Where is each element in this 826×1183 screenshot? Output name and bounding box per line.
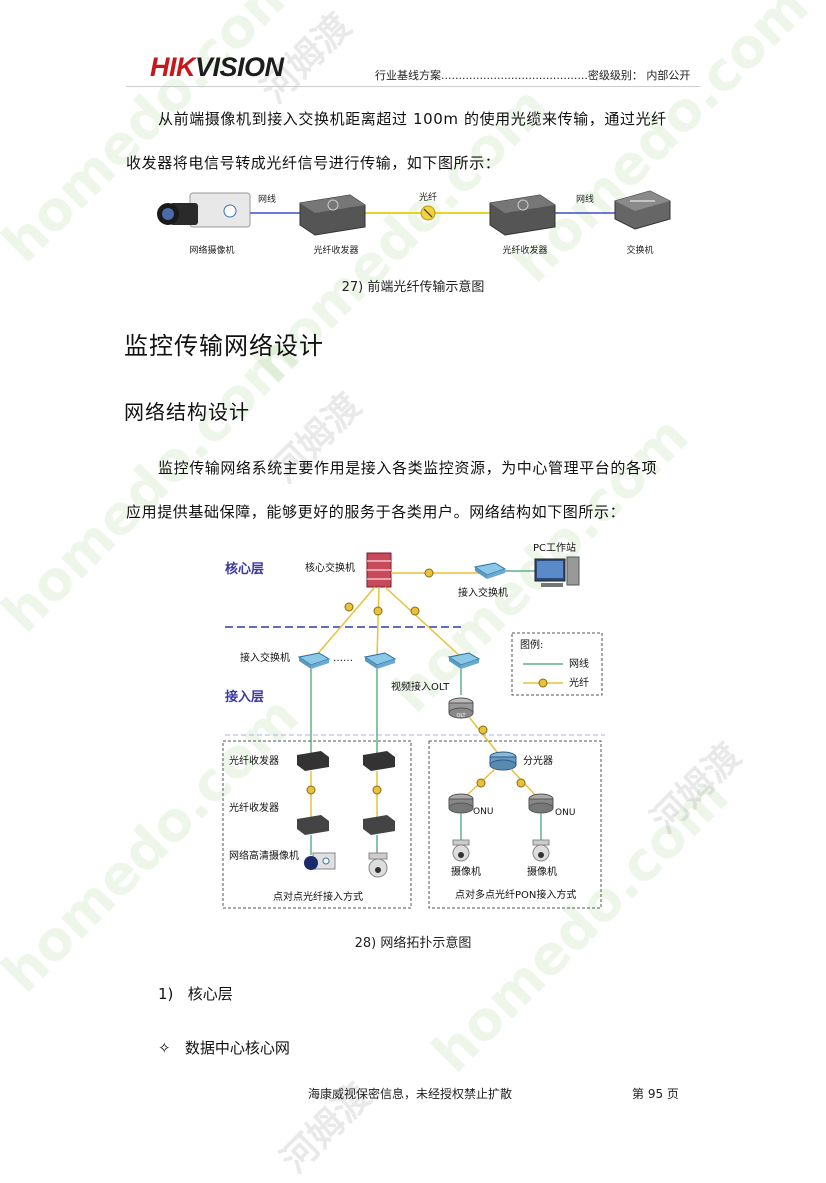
fiber-node-icon [410,606,420,616]
access-switch-label: 接入交换机 [458,586,508,599]
core-switch-icon [366,552,392,588]
legend-title: 图例: [520,638,543,651]
list-item: 1) 核心层 [158,983,233,1004]
transceiver-label: 光纤收发器 [229,754,279,767]
paragraph-line: 收发器将电信号转成光纤信号进行传输，如下图所示： [126,154,501,172]
header-doc-info: 行业基线方案..................................… [375,69,691,82]
camera-label: 网络摄像机 [189,244,234,256]
fiber-connector-icon [420,205,436,221]
switch-icon [614,190,671,230]
hikvision-logo: HIKVISION [150,52,284,82]
cable-label: 网线 [258,193,276,205]
transceiver-icon [363,751,395,771]
pon-access-box [428,740,602,909]
section-heading: 监控传输网络设计 [124,332,324,360]
transceiver-label: 光纤收发器 [229,801,279,814]
list-text: 数据中心核心网 [184,1039,290,1057]
dome-camera-icon [452,839,470,862]
olt-label: 视频接入OLT [391,680,450,693]
splitter-icon [489,751,517,771]
camera-icon [157,192,251,228]
footer-confidentiality: 海康威视保密信息，未经授权禁止扩散 [308,1087,513,1101]
legend-fiber-label: 光纤 [569,676,589,689]
fiber-node-icon [538,678,548,688]
p2p-access-box [222,740,412,909]
dome-camera-icon [368,852,388,878]
list-item: ✧ 数据中心核心网 [158,1037,290,1058]
onu-icon [448,793,474,814]
paragraph-line: 应用提供基础保障，能够更好的服务于各类用户。网络结构如下图所示： [126,503,626,521]
pc-label: PC工作站 [533,541,576,554]
access-switch-label: 接入交换机 [240,651,290,664]
paragraph-line: 从前端摄像机到接入交换机距离超过 100m 的使用光缆来传输，通过光纤 [158,110,667,128]
page-number: 第 95 页 [632,1087,679,1101]
p2p-mode-label: 点对点光纤接入方式 [273,890,363,903]
transceiver-icon [489,194,556,236]
camera-label: 摄像机 [527,865,557,878]
fiber-transmission-diagram: 网线 光纤 网线 网络摄像机 光纤收发器 光纤收发器 交换机 [157,190,671,256]
access-switch-icon [363,652,397,669]
ellipsis-label: …… [333,653,353,664]
transceiver-label: 光纤收发器 [502,244,547,256]
transceiver-icon [297,751,329,771]
splitter-label: 分光器 [523,754,553,767]
fiber-node-icon [424,568,434,578]
camera-label: 网络高清摄像机 [229,849,299,862]
fiber-node-icon [344,602,354,612]
access-switch-icon [473,562,507,579]
fiber-line [468,716,502,758]
onu-icon [528,793,554,814]
watermark-text: 河姆渡 [643,735,750,842]
list-text: 核心层 [187,985,233,1003]
camera-icon [304,852,336,870]
onu-label: ONU [555,808,575,818]
fiber-node-icon [372,785,382,795]
access-layer-label: 接入层 [225,689,264,705]
core-switch-label: 核心交换机 [305,561,355,574]
header-divider [126,86,700,87]
transceiver-icon [363,815,395,835]
fiber-node-icon [516,778,526,788]
access-switch-icon [447,652,481,669]
cable-label: 网线 [576,193,594,205]
transceiver-icon [297,815,329,835]
onu-label: ONU [473,807,493,817]
fiber-line [384,586,462,658]
subsection-heading: 网络结构设计 [124,400,250,424]
olt-icon: OLT [448,697,474,719]
fiber-node-icon [478,725,488,735]
dome-camera-icon [532,839,550,862]
fiber-line [314,586,376,658]
svg-text:OLT: OLT [456,713,466,719]
camera-label: 摄像机 [451,865,481,878]
pon-mode-label: 点对多点光纤PON接入方式 [455,888,576,901]
fiber-node-icon [373,606,383,616]
paragraph-line: 监控传输网络系统主要作用是接入各类监控资源，为中心管理平台的各项 [158,459,658,477]
fiber-node-icon [476,778,486,788]
transceiver-icon [299,194,366,236]
network-topology-diagram: 核心层 接入层 核心交换机 接入交换机 [222,541,605,909]
core-layer-label: 核心层 [225,561,264,577]
fiber-line [376,586,380,658]
list-number: 1) [158,985,174,1003]
bullet-icon: ✧ [158,1039,171,1057]
fiber-node-icon [306,785,316,795]
pc-icon [534,556,580,587]
transceiver-label: 光纤收发器 [313,244,358,256]
legend-cable-label: 网线 [569,657,589,670]
figure-caption: 28) 网络拓扑示意图 [354,936,472,951]
access-switch-icon [297,652,331,669]
figure-caption: 27) 前端光纤传输示意图 [341,280,485,295]
switch-label: 交换机 [626,244,653,256]
fiber-label: 光纤 [419,191,437,203]
